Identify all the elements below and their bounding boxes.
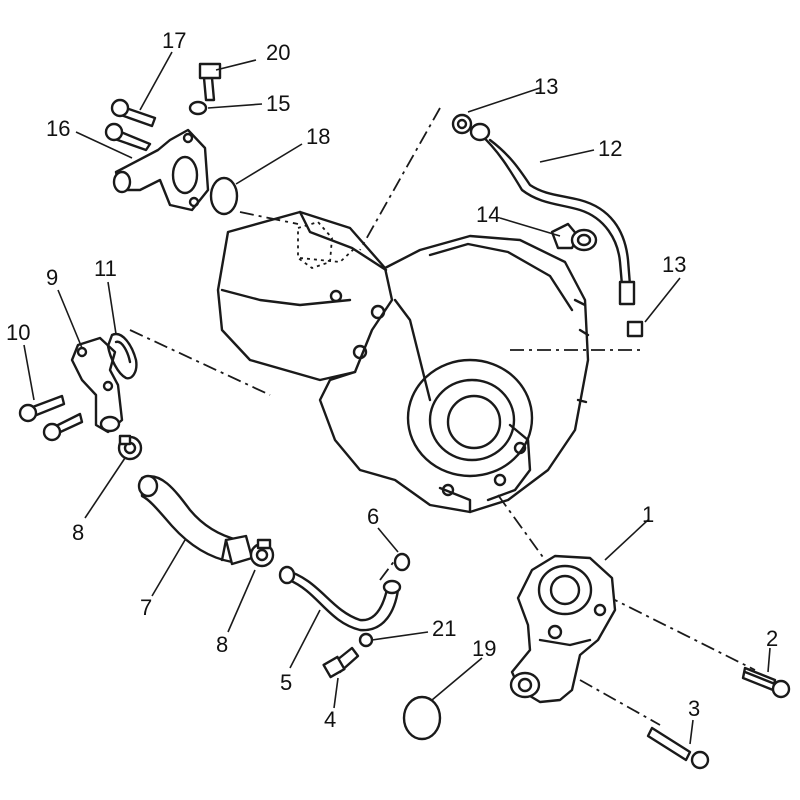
callout-21: 21 bbox=[432, 616, 456, 641]
outlet-bolts bbox=[104, 98, 157, 152]
pipe-clip bbox=[550, 222, 598, 252]
callout-13-lower: 13 bbox=[662, 252, 686, 277]
callout-8-upper: 8 bbox=[72, 520, 84, 545]
bolt-long-upper bbox=[741, 666, 791, 699]
water-pipe bbox=[278, 565, 402, 632]
callout-1: 1 bbox=[642, 502, 654, 527]
callout-13-upper: 13 bbox=[534, 74, 558, 99]
hose-clamp-lower bbox=[249, 538, 275, 568]
small-washer bbox=[358, 632, 374, 648]
callout-2: 2 bbox=[766, 626, 778, 651]
breather-pipe bbox=[469, 122, 636, 306]
bleed-washer bbox=[188, 100, 208, 116]
gasket-elbow bbox=[106, 332, 138, 380]
assembly-lines bbox=[129, 107, 756, 726]
callout-19: 19 bbox=[472, 636, 496, 661]
elbow-fitting bbox=[70, 336, 124, 434]
callout-8-lower: 8 bbox=[216, 632, 228, 657]
o-ring-pump bbox=[402, 695, 442, 741]
flange-bolts bbox=[18, 394, 84, 442]
callout-7: 7 bbox=[140, 595, 152, 620]
pipe-clamp-upper bbox=[451, 113, 473, 135]
callout-9: 9 bbox=[46, 265, 58, 290]
callout-16: 16 bbox=[46, 116, 70, 141]
bleed-bolt bbox=[198, 62, 222, 102]
small-bolt bbox=[322, 646, 360, 679]
leader-lines bbox=[23, 51, 771, 745]
pipe-clamp-lower bbox=[626, 320, 644, 338]
callout-18: 18 bbox=[306, 124, 330, 149]
callout-5: 5 bbox=[280, 670, 292, 695]
callout-14: 14 bbox=[476, 202, 500, 227]
water-pump-housing bbox=[509, 554, 617, 704]
callout-labels: 1 2 3 4 5 6 7 8 8 9 10 11 12 13 13 14 15… bbox=[6, 28, 778, 732]
callout-17: 17 bbox=[162, 28, 186, 53]
bolt-long-lower bbox=[646, 726, 710, 770]
callout-4: 4 bbox=[324, 707, 336, 732]
hose-clamp-upper bbox=[117, 434, 143, 461]
callout-6: 6 bbox=[367, 504, 379, 529]
callout-12: 12 bbox=[598, 136, 622, 161]
callout-11: 11 bbox=[94, 256, 117, 281]
rubber-hose bbox=[137, 474, 254, 566]
outlet-fitting bbox=[112, 128, 210, 212]
o-ring-small bbox=[393, 552, 411, 572]
engine-block bbox=[216, 210, 590, 514]
callout-3: 3 bbox=[688, 696, 700, 721]
callout-15: 15 bbox=[266, 91, 290, 116]
o-ring-outlet bbox=[209, 176, 239, 216]
callout-10: 10 bbox=[6, 320, 30, 345]
callout-20: 20 bbox=[266, 40, 290, 65]
